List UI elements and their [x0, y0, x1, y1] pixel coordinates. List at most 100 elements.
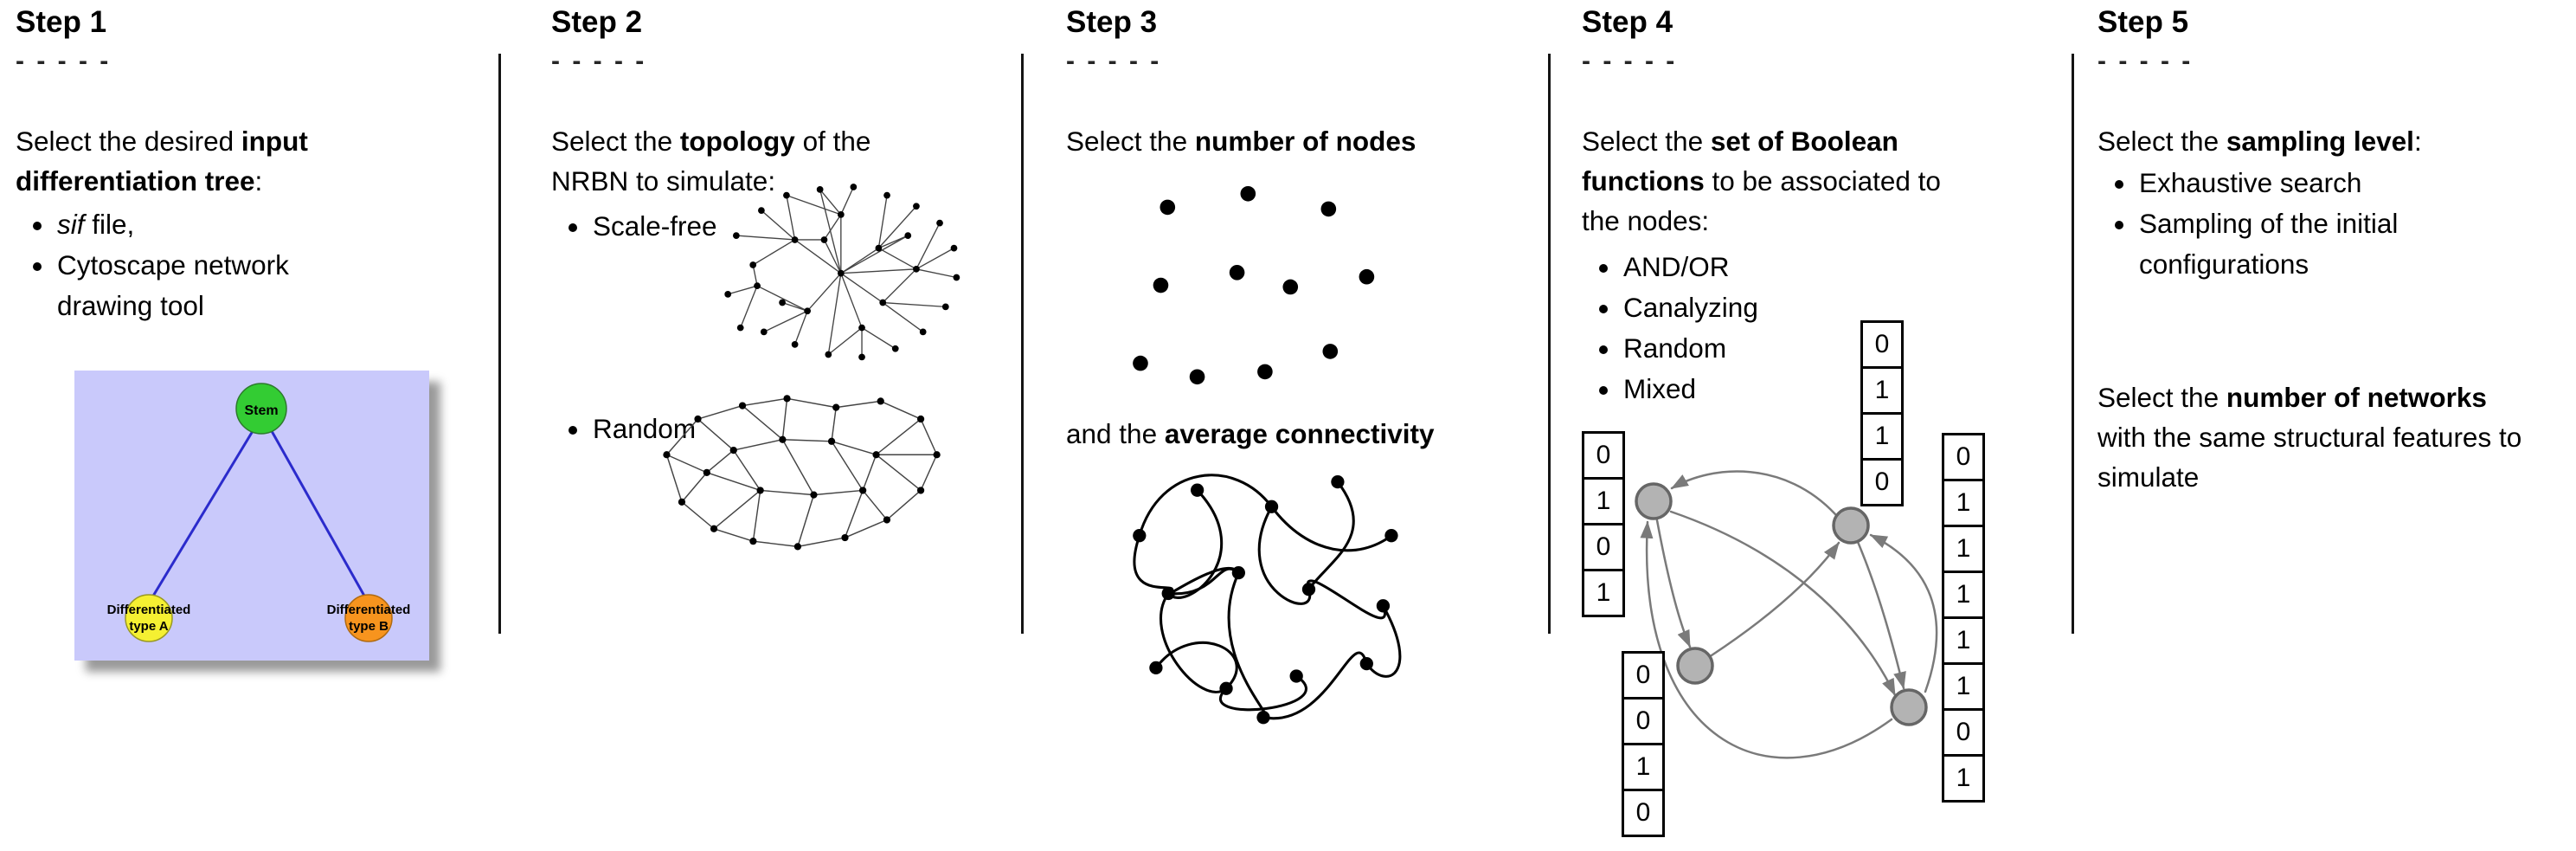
text-run-bold: topology	[679, 126, 795, 157]
topology-option-random: Random	[551, 409, 811, 449]
option-random: Random	[1622, 328, 1859, 369]
dashed-separator: - - - - -	[1066, 47, 1162, 75]
text-run: Mixed	[1623, 373, 1697, 404]
dashed-separator: - - - - -	[16, 47, 112, 75]
table-cell: 1	[1582, 477, 1625, 525]
table-cell: 0	[1582, 523, 1625, 571]
text-run: :	[2413, 126, 2422, 157]
text-run-bold: number of nodes	[1194, 126, 1416, 157]
step-title: Step 3	[1066, 5, 1158, 39]
step-1-options: sif file, Cytoscape network drawing tool	[16, 204, 362, 326]
text-run: type A	[129, 619, 168, 634]
text-run: AND/OR	[1623, 251, 1730, 282]
option-exhaustive-search: Exhaustive search	[2137, 163, 2461, 203]
step-3-instruction-nodes: Select the number of nodes	[1066, 121, 1533, 161]
nodes-scatter-figure	[1133, 185, 1375, 385]
table-cell: 1	[1582, 569, 1625, 617]
text-run: of the NRBN to simulate:	[551, 126, 871, 197]
text-run: Select the	[2097, 126, 2226, 157]
column-divider	[498, 54, 501, 634]
text-run: with the same structural features to sim…	[2097, 422, 2522, 493]
step-5-instruction-networks: Select the number of networks with the s…	[2097, 377, 2539, 497]
connectivity-network-figure	[1133, 474, 1402, 725]
table-cell: 1	[1942, 616, 1985, 665]
type-b-node	[344, 594, 393, 642]
step-5-instruction-sampling: Select the sampling level:	[2097, 121, 2565, 161]
table-cell: 1	[1622, 743, 1665, 791]
step-title: Step 5	[2097, 5, 2189, 39]
tree-edge-left	[151, 430, 254, 598]
table-cell: 0	[1622, 697, 1665, 745]
text-run: Select the	[1066, 126, 1195, 157]
dashed-separator: - - - - -	[1582, 47, 1678, 75]
type-a-label: Differentiated type A	[107, 603, 191, 634]
truth-table-left: 0 1 0 1	[1582, 431, 1625, 617]
text-run: Random	[593, 413, 697, 444]
step-1-instruction: Select the desired input differentiation…	[16, 121, 431, 201]
column-divider	[1021, 54, 1024, 634]
step-title: Step 2	[551, 5, 643, 39]
step-5-column: Step 5 - - - - - Select the sampling lev…	[2097, 0, 2576, 851]
option-cytoscape: Cytoscape network drawing tool	[55, 245, 362, 326]
text-run: Exhaustive search	[2139, 167, 2362, 198]
text-run: file,	[84, 209, 135, 240]
table-cell: 0	[1942, 433, 1985, 481]
text-run-bold: average connectivity	[1164, 418, 1435, 449]
step-2-column: Step 2 - - - - - Select the topology of …	[551, 0, 1010, 851]
scale-free-network-figure	[724, 184, 960, 361]
text-run: Canalyzing	[1623, 292, 1758, 323]
text-run: Select the	[2097, 382, 2226, 413]
dashed-separator: - - - - -	[2097, 47, 2194, 75]
option-sampling-initial: Sampling of the initial configurations	[2137, 203, 2461, 285]
option-canalyzing: Canalyzing	[1622, 287, 1859, 328]
text-run-bold: input differentiation tree	[16, 126, 308, 197]
text-run-bold: number of networks	[2226, 382, 2487, 413]
text-run: Select the	[551, 126, 680, 157]
stem-node	[235, 383, 287, 435]
step-4-column: Step 4 - - - - - Select the set of Boole…	[1582, 0, 2058, 851]
text-run: Select the desired	[16, 126, 241, 157]
text-run: Differentiated	[327, 603, 411, 617]
table-cell: 0	[1860, 320, 1904, 369]
option-random: Random	[591, 409, 811, 449]
boolean-network-figure: 0 1 0 1 0 1 1 0 0 1 1 1 1 1 0 1 0 0 1 0	[1582, 320, 1997, 851]
text-run-bold: sampling level	[2226, 126, 2414, 157]
table-cell: 1	[1942, 571, 1985, 619]
text-run: Cytoscape network drawing tool	[57, 249, 289, 321]
text-run: to be associated to the nodes:	[1582, 165, 1941, 236]
italic-text: sif	[57, 209, 85, 240]
truth-table-top: 0 1 1 0	[1860, 320, 1904, 506]
table-cell: 0	[1622, 651, 1665, 699]
text-run: Scale-free	[593, 210, 717, 242]
tree-edge-right	[270, 430, 367, 598]
table-cell: 1	[1860, 366, 1904, 415]
table-cell: 0	[1582, 431, 1625, 480]
column-divider	[2072, 54, 2074, 634]
table-cell: 0	[1942, 708, 1985, 757]
text-run-bold: set of Boolean functions	[1582, 126, 1898, 197]
option-scale-free: Scale-free	[591, 206, 811, 247]
text-run: Sampling of the initial configurations	[2139, 208, 2399, 280]
truth-table-bottom: 0 0 1 0	[1622, 651, 1665, 837]
table-cell: 0	[1622, 789, 1665, 837]
text-run: Differentiated	[107, 603, 191, 617]
table-cell: 1	[1860, 412, 1904, 461]
text-run: type B	[349, 619, 389, 634]
text-run: Random	[1623, 332, 1727, 364]
table-cell: 1	[1942, 754, 1985, 803]
step-3-instruction-connectivity: and the average connectivity	[1066, 414, 1533, 454]
step-1-column: Step 1 - - - - - Select the desired inpu…	[16, 0, 487, 851]
column-divider	[1548, 54, 1551, 634]
option-and-or: AND/OR	[1622, 247, 1859, 287]
option-sif-file: sif file,	[55, 204, 362, 245]
sampling-options: Exhaustive search Sampling of the initia…	[2097, 163, 2461, 285]
text-run: Select the	[1582, 126, 1711, 157]
truth-table-right: 0 1 1 1 1 1 0 1	[1942, 433, 1985, 803]
boolean-function-options: AND/OR Canalyzing Random Mixed	[1582, 247, 1859, 409]
step-title: Step 1	[16, 5, 107, 39]
step-4-instruction: Select the set of Boolean functions to b…	[1582, 121, 1971, 241]
step-3-column: Step 3 - - - - - Select the number of no…	[1066, 0, 1538, 851]
option-mixed: Mixed	[1622, 369, 1859, 409]
